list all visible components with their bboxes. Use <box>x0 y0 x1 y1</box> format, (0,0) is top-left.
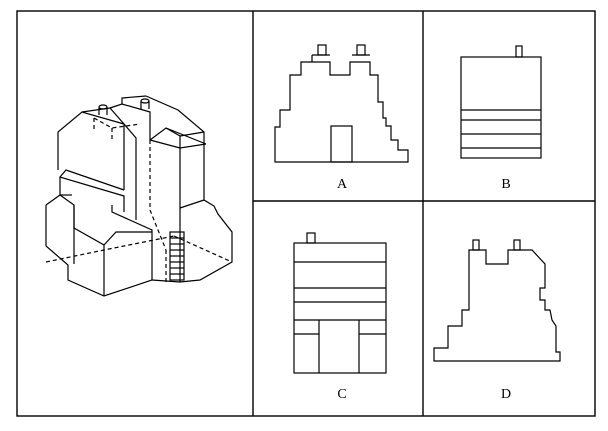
option-b-view: B <box>460 45 542 192</box>
option-b-label: B <box>501 177 510 192</box>
option-a-label: A <box>337 177 348 192</box>
option-a-view: A <box>274 44 409 192</box>
option-d-label: D <box>501 387 511 402</box>
option-c-view: C <box>293 232 387 402</box>
option-d-view: D <box>433 239 561 402</box>
option-c-label: C <box>337 387 346 402</box>
grid-frame <box>16 10 596 417</box>
isometric-solid-figure <box>45 95 233 297</box>
